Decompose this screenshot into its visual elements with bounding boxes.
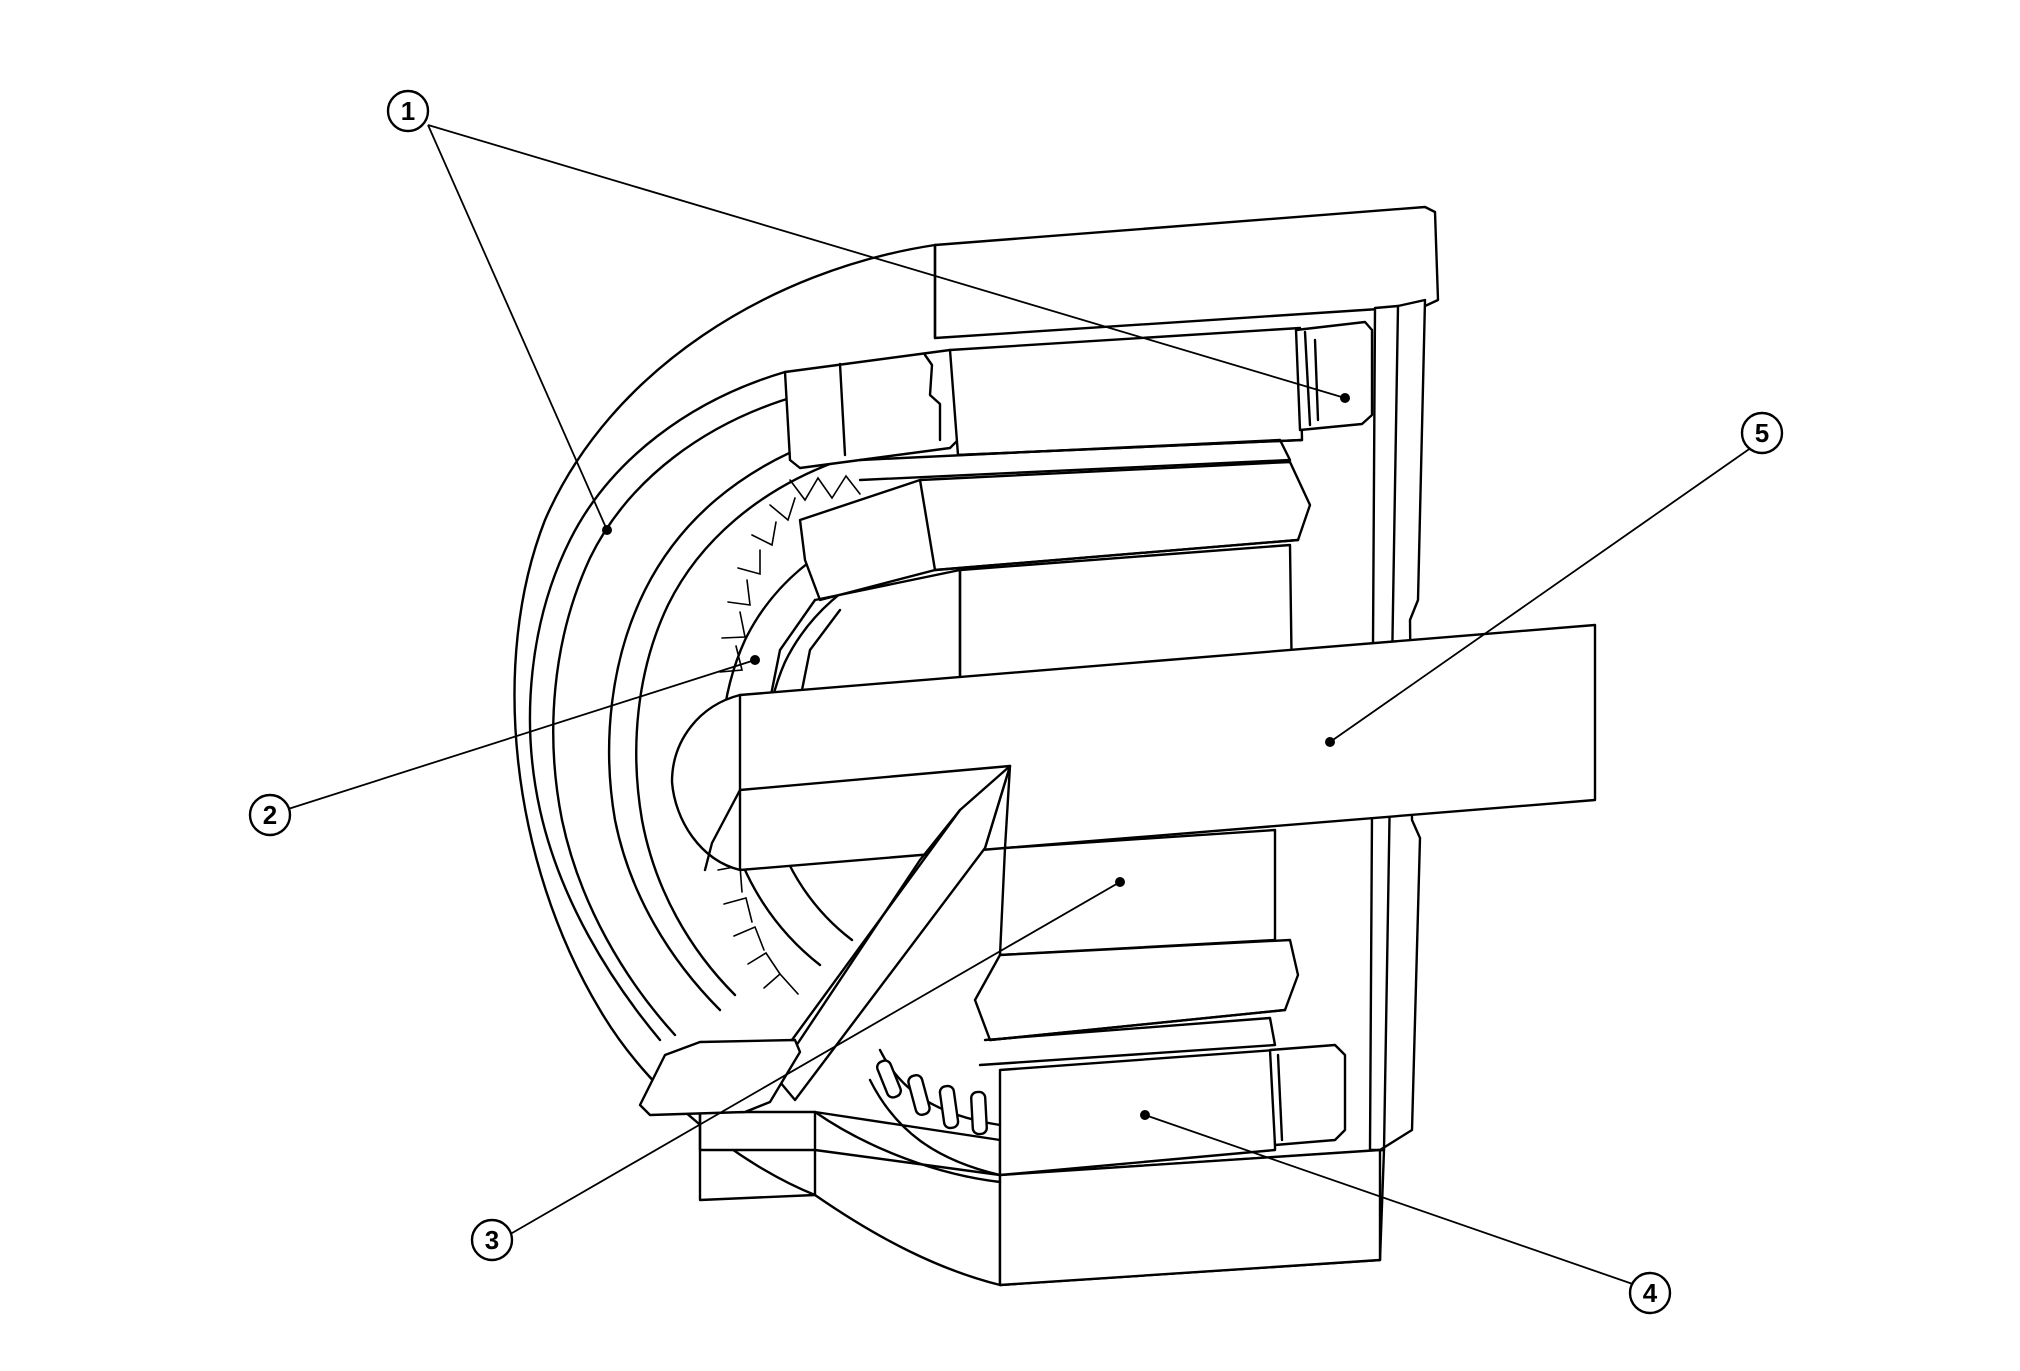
callout-2: 2 <box>248 793 292 837</box>
callout-4-label: 4 <box>1643 1278 1658 1308</box>
outer-housing <box>513 205 1440 1287</box>
shaft <box>670 623 1597 872</box>
lower-coil-stack <box>638 764 1347 1177</box>
callout-3-label: 3 <box>485 1225 499 1255</box>
callout-4: 4 <box>1628 1271 1672 1315</box>
callout-2-circle <box>248 793 292 837</box>
callout-5: 5 <box>1740 411 1784 455</box>
callout-1-label: 1 <box>401 96 415 126</box>
callout-5-circle <box>1740 411 1784 455</box>
callout-3: 3 <box>470 1218 514 1262</box>
callout-1: 1 <box>386 89 430 133</box>
callout-5-label: 5 <box>1755 418 1769 448</box>
leader-lines <box>284 124 1756 1291</box>
callout-4-circle <box>1628 1271 1672 1315</box>
callout-2-label: 2 <box>263 800 277 830</box>
callout-3-circle <box>470 1218 514 1262</box>
callout-1-circle <box>386 89 430 133</box>
